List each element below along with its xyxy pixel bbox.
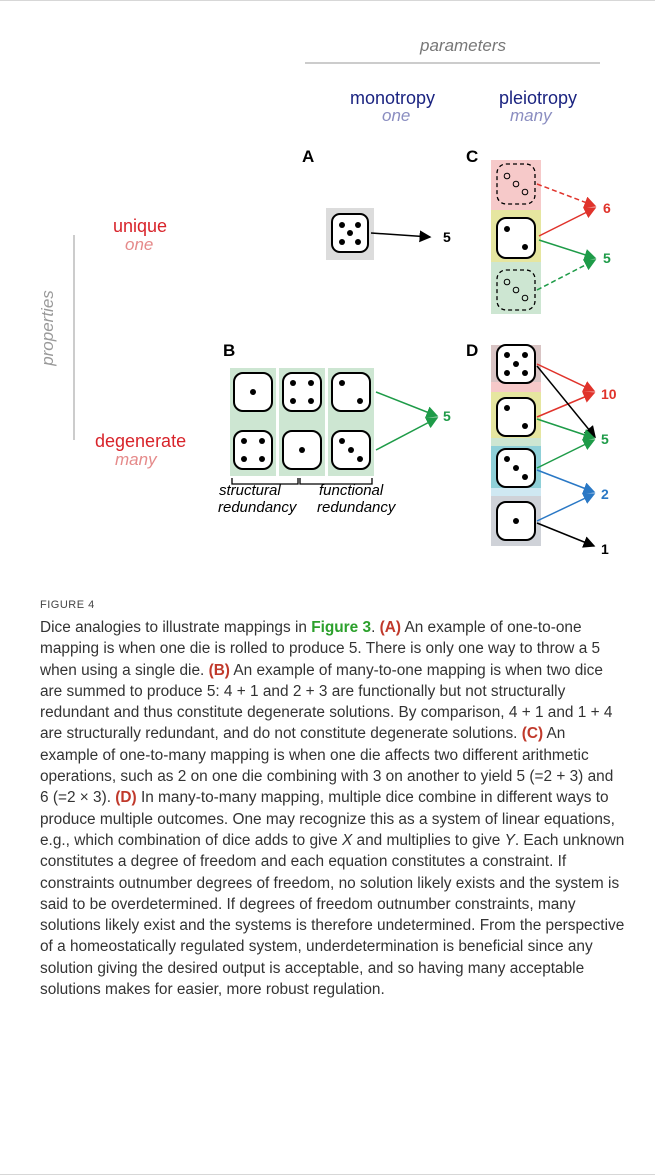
- caption-text-2: .: [371, 619, 380, 636]
- functional-label-1: functional: [319, 482, 384, 499]
- figure-3-link[interactable]: Figure 3: [311, 619, 372, 636]
- caption-text-3: An example of one-to-one mapping is when…: [40, 619, 601, 679]
- output-c-bottom: 5: [603, 250, 611, 266]
- top-border: [0, 0, 655, 1]
- output-d4: 1: [601, 541, 609, 557]
- functional-label-2: redundancy: [317, 499, 396, 516]
- output-c-top: 6: [603, 200, 611, 216]
- panel-label-d: D: [466, 341, 479, 360]
- output-d3: 2: [601, 486, 609, 502]
- caption-label-a: (A): [379, 619, 402, 636]
- die-c: [496, 217, 536, 259]
- caption-var-y: Y: [504, 831, 515, 849]
- output-a: 5: [443, 229, 451, 245]
- caption-label-c: (C): [521, 725, 544, 743]
- caption-text-5: An example of one-to-many mapping is whe…: [40, 725, 614, 807]
- panel-label-b: B: [223, 341, 236, 360]
- panel-label-a: A: [302, 147, 315, 166]
- figure-graphic: [73, 62, 600, 548]
- row-degenerate-sub: many: [115, 450, 157, 469]
- caption-text-4: An example of many-to-one mapping is whe…: [40, 661, 613, 743]
- panel-c-bg-bot: [491, 262, 541, 314]
- arrow-a: [370, 230, 432, 243]
- panel-label-c: C: [466, 147, 479, 166]
- caption-label-d: (D): [115, 789, 137, 807]
- col-pleiotropy: pleiotropy: [499, 88, 578, 108]
- figure-label: FIGURE 4: [40, 599, 95, 611]
- header-parameters: parameters: [420, 36, 506, 55]
- caption-text-1: Dice analogies to illustrate mappings in: [40, 619, 312, 636]
- col-monotropy: monotropy: [350, 88, 436, 108]
- output-d2: 5: [601, 431, 609, 447]
- structural-label-1: structural: [219, 482, 281, 499]
- caption-text-6: In many-to-many mapping, multiple dice c…: [40, 789, 615, 849]
- output-b: 5: [443, 408, 451, 424]
- caption-text-8: . Each unknown constitutes a degree of f…: [40, 831, 625, 999]
- output-d1: 10: [601, 386, 617, 402]
- figure-caption: Dice analogies to illustrate mappings in…: [40, 617, 625, 1000]
- row-unique-sub: one: [125, 235, 154, 254]
- row-unique: unique: [113, 216, 168, 236]
- col-pleiotropy-sub: many: [510, 106, 552, 125]
- row-degenerate: degenerate: [95, 431, 187, 451]
- structural-label-2: redundancy: [218, 499, 297, 516]
- caption-text-7: and multiplies to give: [352, 831, 505, 849]
- col-monotropy-sub: one: [382, 106, 411, 125]
- ghost-die-c-top: [496, 163, 536, 205]
- caption-var-x: X: [342, 831, 353, 849]
- ghost-die-c-bot: [496, 269, 536, 311]
- caption-label-b: (B): [208, 661, 230, 679]
